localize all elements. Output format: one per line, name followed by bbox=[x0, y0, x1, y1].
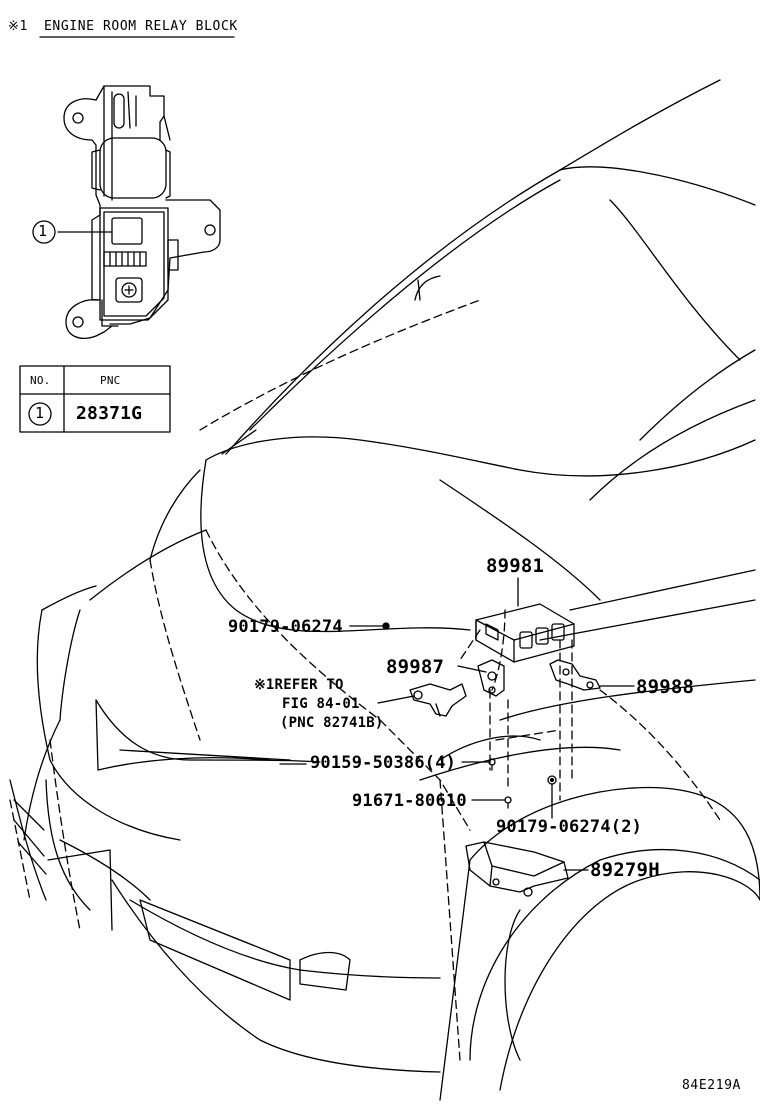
ecu-89981-drawing bbox=[475, 603, 575, 663]
label-89988: 89988 bbox=[636, 676, 695, 698]
leader-lines bbox=[279, 577, 635, 871]
label-91671-80610: 91671-80610 bbox=[352, 791, 467, 811]
label-89987: 89987 bbox=[386, 656, 445, 678]
label-90179-06274-bottom: 90179-06274(2) bbox=[496, 817, 643, 837]
note-refer-line1: ※1REFER TO bbox=[254, 677, 344, 693]
phantom-lines bbox=[9, 299, 721, 1061]
figure-code: 84E219A bbox=[682, 1078, 741, 1093]
table-callout-circle bbox=[28, 402, 52, 426]
inset-callout-circle bbox=[32, 220, 56, 244]
bracket-89987-drawing bbox=[477, 659, 505, 697]
table-row-pnc: 28371G bbox=[76, 403, 143, 424]
relay-block-drawing bbox=[63, 85, 221, 339]
referenced-part-drawing bbox=[409, 683, 467, 717]
nut-90179-bottom bbox=[547, 775, 557, 785]
header-title: ENGINE ROOM RELAY BLOCK bbox=[44, 19, 238, 34]
note-refer-line3: (PNC 82741B) bbox=[280, 715, 384, 731]
bracket-89988-drawing bbox=[549, 659, 601, 691]
nut-90179-top bbox=[382, 622, 390, 630]
note-refer-line2: FIG 84-01 bbox=[282, 696, 360, 712]
table-header-pnc: PNC bbox=[100, 374, 121, 387]
table-row-no: 1 bbox=[35, 404, 45, 422]
header-mark: ※1 bbox=[8, 19, 28, 34]
inset-callout-number: 1 bbox=[38, 222, 48, 240]
pnc-table-grid bbox=[19, 365, 171, 433]
label-89981: 89981 bbox=[486, 555, 545, 577]
label-90159-50386: 90159-50386(4) bbox=[310, 753, 457, 773]
bracket-89279h-drawing bbox=[465, 841, 569, 897]
vehicle-outline bbox=[9, 79, 760, 1101]
table-header-no: NO. bbox=[30, 374, 51, 387]
label-90179-06274-top: 90179-06274 bbox=[228, 617, 343, 637]
bolt-91671 bbox=[504, 796, 512, 809]
label-89279h: 89279H bbox=[590, 859, 660, 881]
